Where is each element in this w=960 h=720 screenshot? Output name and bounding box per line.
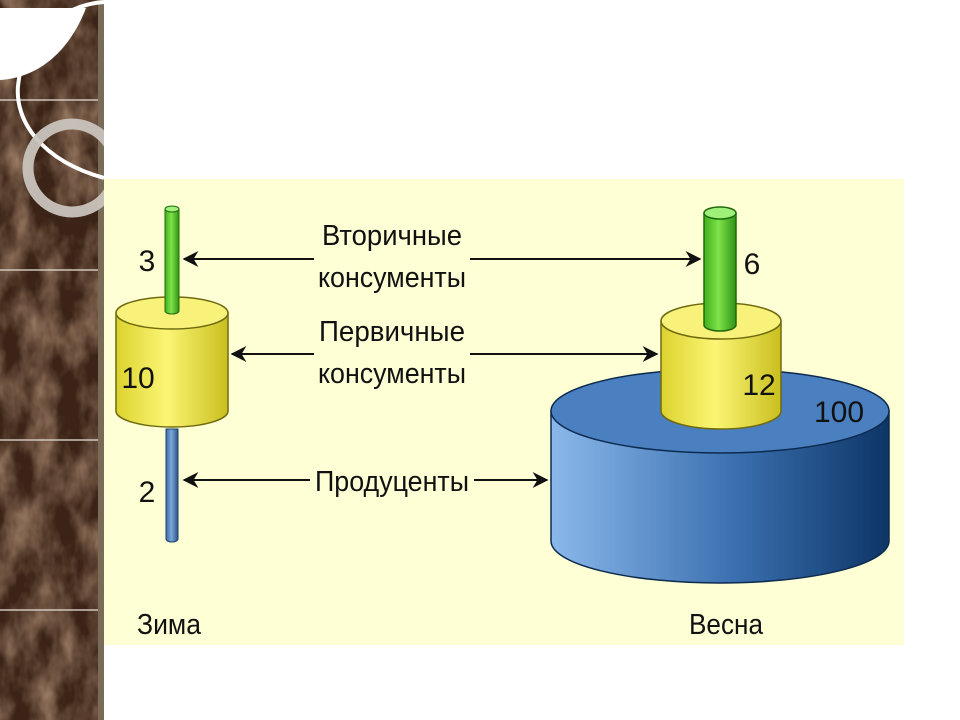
arrows <box>182 251 702 488</box>
secondary-consumers-label-line1: Вторичные <box>322 220 462 252</box>
spring-producers-cylinder-side <box>550 410 890 584</box>
spring-secondary-cylinder-top <box>703 206 737 220</box>
winter-secondary-cylinder-top <box>164 205 180 213</box>
winter-producers-value: 2 <box>139 476 156 509</box>
winter-producers-cylinder <box>165 428 179 543</box>
spring-pyramid <box>550 206 890 584</box>
spring-producers-value: 100 <box>814 396 864 429</box>
decorative-ring <box>22 118 104 218</box>
winter-secondary-value: 3 <box>139 245 156 278</box>
winter-secondary-cylinder-side <box>164 208 180 315</box>
decorative-white-swoosh <box>0 8 86 80</box>
winter-primary-cylinder-side <box>115 312 229 428</box>
winter-season-label: Зима <box>137 609 202 641</box>
ecological-pyramid-diagram: Вторичные консументы Первичные консумент… <box>104 179 904 645</box>
marble-side-strip <box>0 0 104 720</box>
spring-secondary-cylinder-side <box>703 212 737 332</box>
producers-label: Продуценты <box>315 466 469 498</box>
secondary-consumers-label-line2: консументы <box>318 262 466 294</box>
primary-consumers-label-line1: Первичные <box>319 316 465 348</box>
spring-primary-cylinder-side <box>660 320 782 430</box>
primary-consumers-label-line2: консументы <box>318 358 466 390</box>
spring-secondary-value: 6 <box>744 248 761 281</box>
spring-season-label: Весна <box>689 609 764 641</box>
spring-primary-value: 12 <box>742 369 775 402</box>
winter-primary-value: 10 <box>121 362 154 395</box>
winter-pyramid <box>115 205 229 543</box>
